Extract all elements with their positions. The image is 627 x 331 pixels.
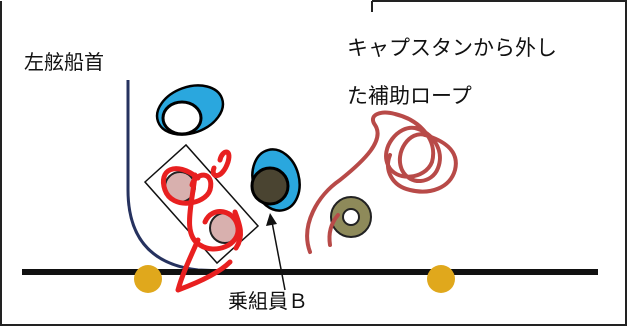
crew-b-arrow [266,213,286,291]
red-scribble [161,149,244,293]
auxiliary-rope [305,110,458,254]
bollard-left [134,265,162,293]
port-bow-label: 左舷船首 [24,50,104,74]
crew-member-b [250,148,301,212]
capstan [330,196,372,238]
aux-rope-label-line1: キャプスタンから外し [347,36,557,60]
aux-rope-label-line2: た補助ロープ [347,84,472,108]
crew-member-top [155,84,225,136]
crew-b-label: 乗組員Ｂ [228,289,308,313]
hull-line [126,80,226,273]
bollard-right [427,265,455,293]
